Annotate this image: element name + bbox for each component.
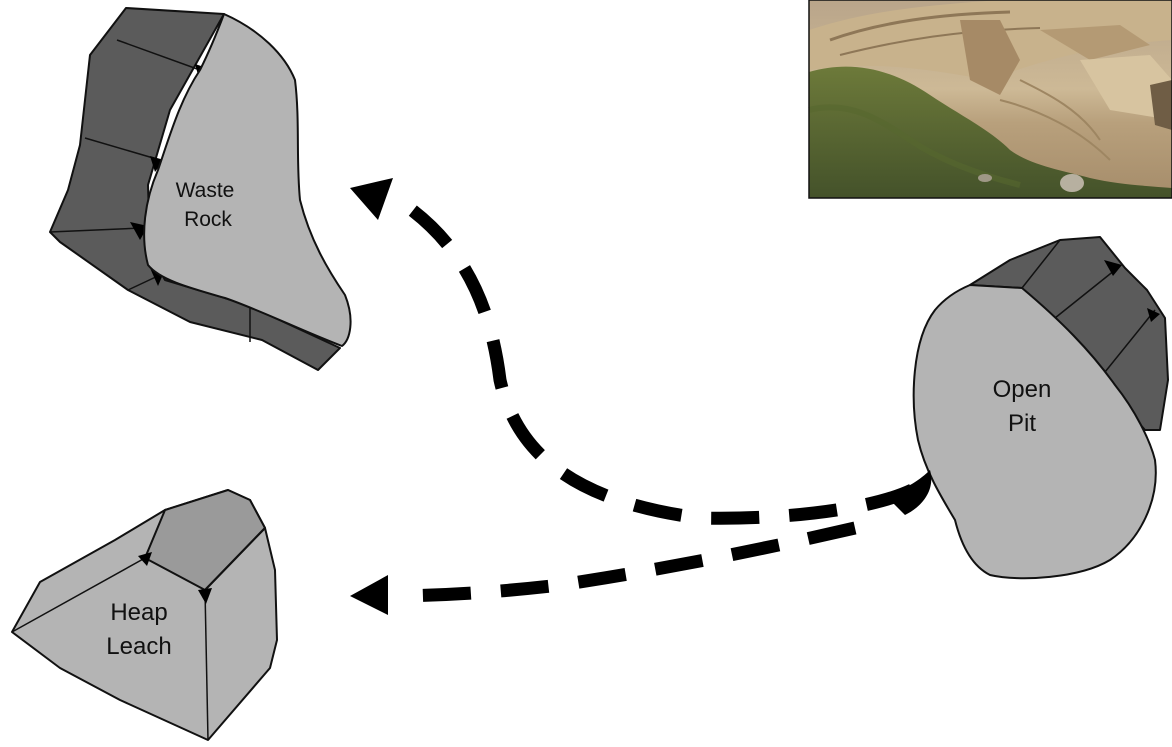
open-pit-label-line2: Pit <box>1008 410 1036 437</box>
arrowhead-heap-leach <box>350 575 388 615</box>
heap-leach-label-line2: Leach <box>106 633 171 660</box>
waste-rock-label-line2: Rock <box>184 208 232 231</box>
waste-rock-label-line1: Waste <box>176 179 235 202</box>
arrowhead-waste-rock <box>350 178 393 220</box>
waste-rock-node: Waste Rock <box>49 7 352 371</box>
open-pit-node: Open Pit <box>912 236 1169 580</box>
heap-leach-label-line1: Heap <box>110 599 167 626</box>
open-pit-label-line1: Open <box>993 376 1052 403</box>
arrow-open-pit-to-heap-leach <box>350 521 857 615</box>
heap-leach-node: Heap Leach <box>11 489 278 741</box>
mine-photo <box>808 0 1172 199</box>
arrow-open-pit-to-waste-rock <box>350 178 932 525</box>
